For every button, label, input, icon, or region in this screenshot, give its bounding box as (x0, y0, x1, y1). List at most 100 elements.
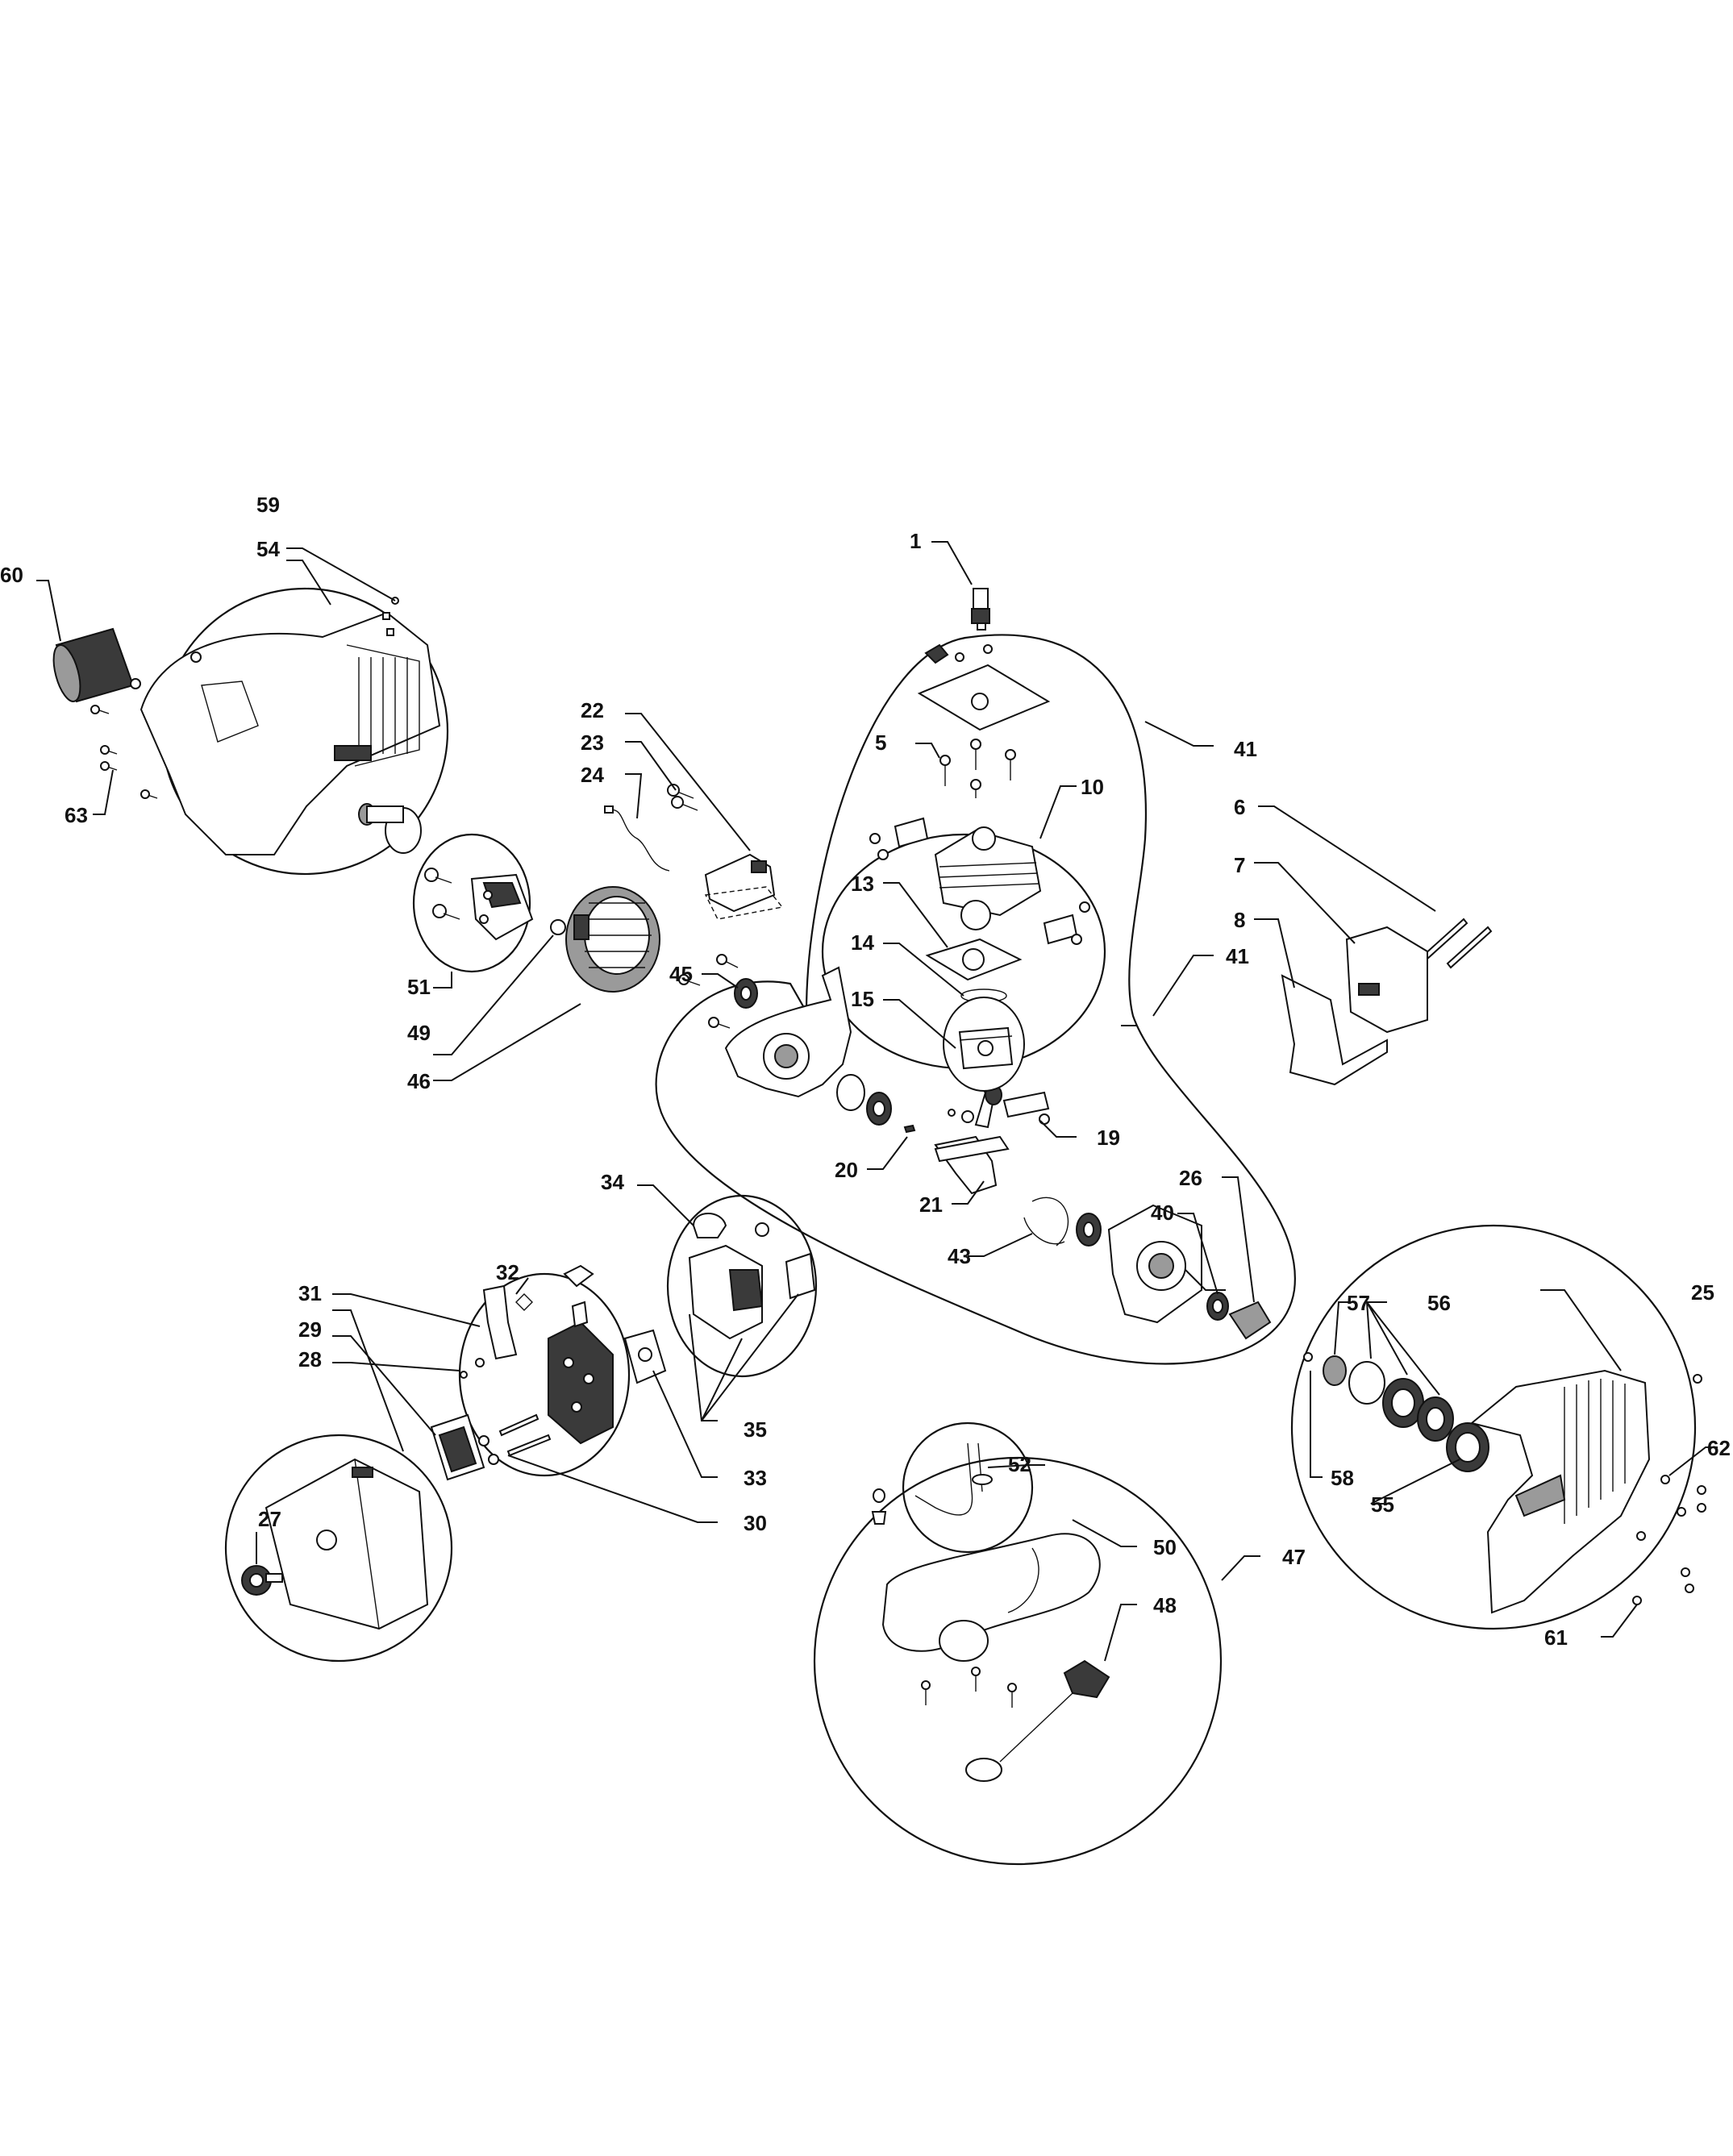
callout-14: 14 (851, 930, 874, 955)
callout-33: 33 (744, 1466, 767, 1490)
part-22-ignition-coil (704, 853, 784, 920)
callout-31: 31 (298, 1281, 322, 1305)
part-46-flywheel (565, 886, 660, 993)
callout-27: 27 (258, 1507, 281, 1531)
callout-26: 26 (1179, 1166, 1202, 1190)
part-10-cylinder (934, 826, 1042, 930)
part-starter-pulley (358, 803, 422, 854)
part-62-61-screws (1632, 1374, 1706, 1605)
callout-35: 35 (744, 1417, 767, 1442)
part-15-piston (943, 997, 1025, 1092)
part-7-muffler (1345, 926, 1428, 1034)
callout-10: 10 (1081, 775, 1104, 799)
callout-34: 34 (601, 1170, 624, 1194)
callout-25: 25 (1691, 1280, 1714, 1305)
callout-56: 56 (1427, 1291, 1451, 1315)
part-57-washer (1323, 1355, 1347, 1386)
callout-8: 8 (1234, 908, 1245, 932)
callout-62: 62 (1707, 1436, 1731, 1460)
part-51-clutch (424, 868, 534, 941)
part-intake-gasket (894, 817, 929, 848)
group-engine-outline (655, 634, 1296, 1365)
callout-41-right: 41 (1226, 944, 1249, 968)
part-crankcase-right (1107, 1204, 1202, 1324)
callout-60: 60 (0, 563, 23, 587)
part-8-heat-shield (1281, 974, 1388, 1086)
callout-13: 13 (851, 872, 874, 896)
callout-15: 15 (851, 987, 874, 1011)
callout-40: 40 (1151, 1201, 1174, 1225)
callout-61: 61 (1544, 1625, 1568, 1650)
callout-48: 48 (1153, 1593, 1177, 1617)
group-airfilter-cover-outline (224, 1434, 453, 1663)
callout-46: 46 (407, 1069, 431, 1093)
part-seal-left (836, 1074, 865, 1111)
callout-43: 43 (948, 1244, 971, 1268)
part-13-base-gasket (925, 938, 1023, 981)
part-43-clip (1023, 1197, 1069, 1247)
callout-24: 24 (581, 763, 604, 787)
callout-1: 1 (910, 529, 921, 553)
callout-30: 30 (744, 1511, 767, 1535)
part-25-starter-housing (1469, 1369, 1651, 1614)
callout-47: 47 (1282, 1545, 1306, 1569)
callout-55: 55 (1371, 1492, 1394, 1517)
callout-41-top: 41 (1234, 737, 1257, 761)
part-carburetor-throttle (623, 1329, 667, 1384)
part-34-intake-manifold (688, 1213, 816, 1340)
part-tank-screws (921, 1667, 1017, 1708)
part-carburetor-body (548, 1321, 614, 1445)
group-clutch-outline (412, 833, 531, 973)
group-intake-outline (666, 1194, 818, 1378)
part-29-air-filter (430, 1413, 485, 1481)
callout-54: 54 (256, 537, 280, 561)
part-cap (924, 643, 949, 664)
callout-19: 19 (1097, 1126, 1120, 1150)
part-30-screw (498, 1413, 539, 1437)
callout-52: 52 (1008, 1452, 1031, 1476)
part-32-spring (515, 1293, 533, 1311)
part-27-knob (241, 1565, 283, 1596)
part-5-screws (939, 739, 1016, 798)
part-20-key (903, 1124, 916, 1134)
part-19-piston-pin (985, 1084, 1050, 1125)
callout-51: 51 (407, 975, 431, 999)
part-56-starter-parts (1348, 1361, 1454, 1442)
callout-22: 22 (581, 698, 604, 722)
part-24-wire (608, 809, 670, 872)
part-60-sleeve (52, 627, 135, 703)
part-23-screws (667, 784, 698, 811)
callout-labels: 1 5 41 10 6 7 8 41 13 14 15 19 20 21 22 … (0, 493, 1731, 1650)
group-fuel-line-outline (902, 1421, 1034, 1554)
part-crankcase (724, 966, 852, 1098)
callout-49: 49 (407, 1021, 431, 1045)
part-63-screws (90, 651, 202, 799)
part-28-airfilter-cover (265, 1458, 429, 1630)
part-48-fuel-cap (965, 1659, 1110, 1782)
part-50-fuel-tank (881, 1533, 1101, 1662)
part-52-fuel-line (871, 1442, 993, 1525)
callout-32: 32 (496, 1260, 519, 1284)
callout-63: 63 (65, 803, 88, 827)
callout-57: 57 (1347, 1291, 1370, 1315)
callout-5: 5 (875, 730, 886, 755)
callout-28: 28 (298, 1347, 322, 1371)
callout-7: 7 (1234, 853, 1245, 877)
callout-45: 45 (669, 962, 693, 986)
group-starter-outline (1290, 1224, 1697, 1630)
callout-20: 20 (835, 1158, 858, 1182)
leader-lines (36, 541, 1718, 1662)
part-54-fan-housing (140, 611, 441, 855)
callout-58: 58 (1331, 1466, 1354, 1490)
part-31-linkage (460, 1284, 518, 1379)
part-26-nut (1228, 1301, 1272, 1340)
callout-6: 6 (1234, 795, 1245, 819)
callout-59: 59 (256, 493, 280, 517)
callout-23: 23 (581, 730, 604, 755)
part-6-bolts (1422, 918, 1493, 969)
part-45-bearing (678, 954, 758, 1029)
group-fuel-tank-outline (813, 1456, 1223, 1866)
part-49-washer (550, 919, 566, 935)
callout-50: 50 (1153, 1535, 1177, 1559)
